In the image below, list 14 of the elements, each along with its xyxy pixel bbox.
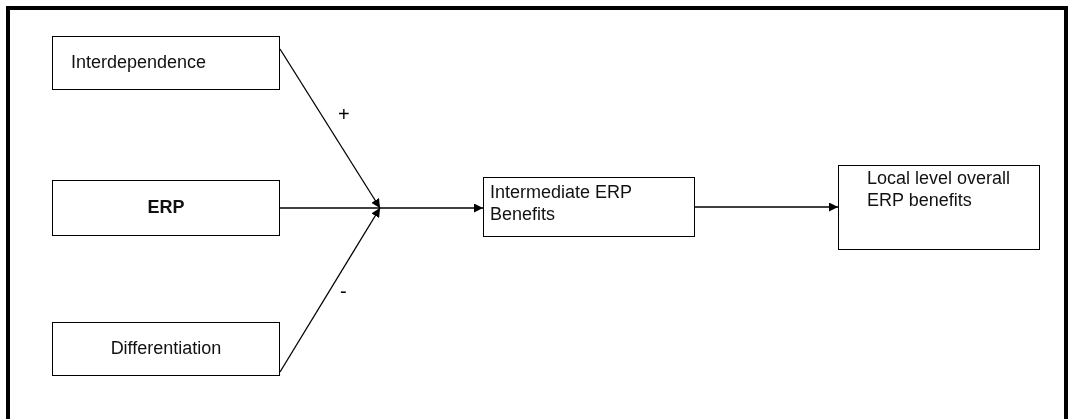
process-box bbox=[838, 165, 1040, 250]
box-label: Interdependence bbox=[71, 52, 207, 74]
arrow bbox=[279, 203, 484, 213]
box-label: Local level overall ERP benefits bbox=[867, 168, 1012, 212]
process-box bbox=[52, 36, 280, 90]
arrow bbox=[279, 207, 381, 373]
process-box bbox=[52, 322, 280, 376]
arrow bbox=[694, 202, 839, 212]
process-box bbox=[483, 177, 695, 237]
box-label: Intermediate ERP Benefits bbox=[490, 182, 633, 226]
box-label: ERP bbox=[147, 197, 185, 219]
process-box bbox=[52, 180, 280, 236]
box-label: Differentiation bbox=[110, 338, 222, 360]
arrow bbox=[279, 48, 381, 209]
